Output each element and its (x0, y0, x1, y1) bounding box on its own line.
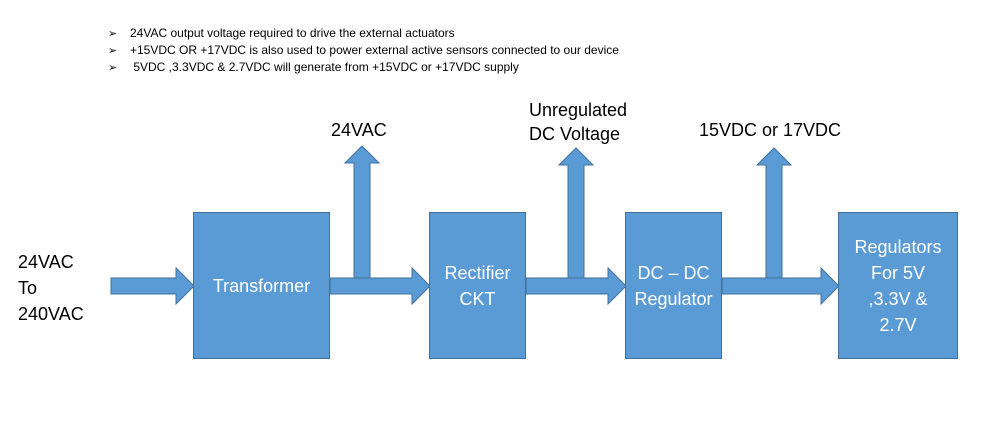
note-item: ➢ 5VDC ,3.3VDC & 2.7VDC will generate fr… (108, 59, 619, 76)
ac24-output-label: 24VAC (331, 120, 387, 140)
note-text: 24VAC output voltage required to drive t… (130, 26, 455, 40)
unregulated-output-arrow (557, 147, 595, 279)
arrowhead-bullet-icon: ➢ (108, 62, 118, 74)
rectifier-to-dcdc-arrow (525, 266, 627, 306)
note-text: 5VDC ,3.3VDC & 2.7VDC will generate from… (130, 60, 519, 74)
regulators-block: Regulators For 5V ,3.3V & 2.7V (838, 212, 958, 359)
transformer-to-rectifier-arrow (329, 266, 431, 306)
rectifier-label: Rectifier CKT (444, 262, 511, 309)
rectifier-block: Rectifier CKT (429, 212, 526, 359)
arrowhead-bullet-icon: ➢ (108, 45, 118, 57)
dcdc-to-regulators-arrow (721, 266, 840, 306)
regulators-label: Regulators For 5V ,3.3V & 2.7V (854, 236, 942, 335)
note-item: ➢ +15VDC OR +17VDC is also used to power … (108, 42, 619, 59)
arrowhead-bullet-icon: ➢ (108, 28, 118, 40)
ac24-output-arrow (343, 145, 381, 279)
input-voltage-label: 24VAC To 240VAC (18, 252, 84, 324)
notes-list: ➢ 24VAC output voltage required to drive … (108, 25, 619, 76)
note-text: +15VDC OR +17VDC is also used to power e… (130, 43, 619, 57)
dcdc-regulator-block: DC – DC Regulator (625, 212, 722, 359)
dc15-17-output-label: 15VDC or 17VDC (699, 120, 842, 140)
unregulated-output-label: Unregulated DC Voltage (529, 100, 628, 144)
transformer-block: Transformer (193, 212, 330, 359)
dc15-17-output-arrow (755, 147, 793, 279)
input-arrow (110, 266, 195, 306)
dcdc-regulator-label: DC – DC Regulator (634, 262, 713, 309)
transformer-label: Transformer (212, 275, 311, 296)
note-item: ➢ 24VAC output voltage required to drive … (108, 25, 619, 42)
